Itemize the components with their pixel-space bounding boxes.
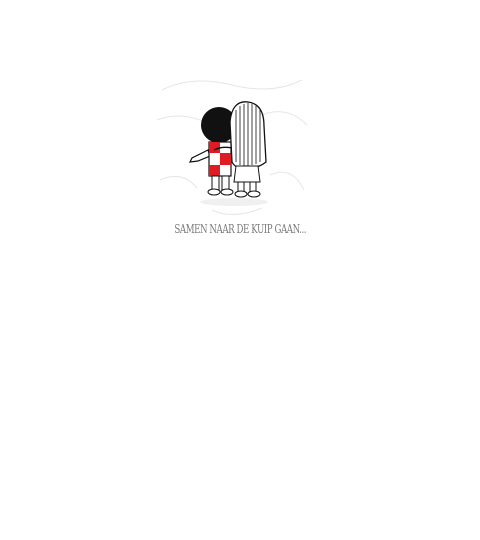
ground-shadow xyxy=(200,198,268,206)
couple-illustration xyxy=(156,79,308,215)
background-sketch xyxy=(156,79,308,215)
girl-figure xyxy=(213,101,267,198)
caption-text: SAMEN NAAR DE KUIP GAAN... xyxy=(174,222,307,236)
illustration-card: SAMEN NAAR DE KUIP GAAN... xyxy=(152,70,312,260)
